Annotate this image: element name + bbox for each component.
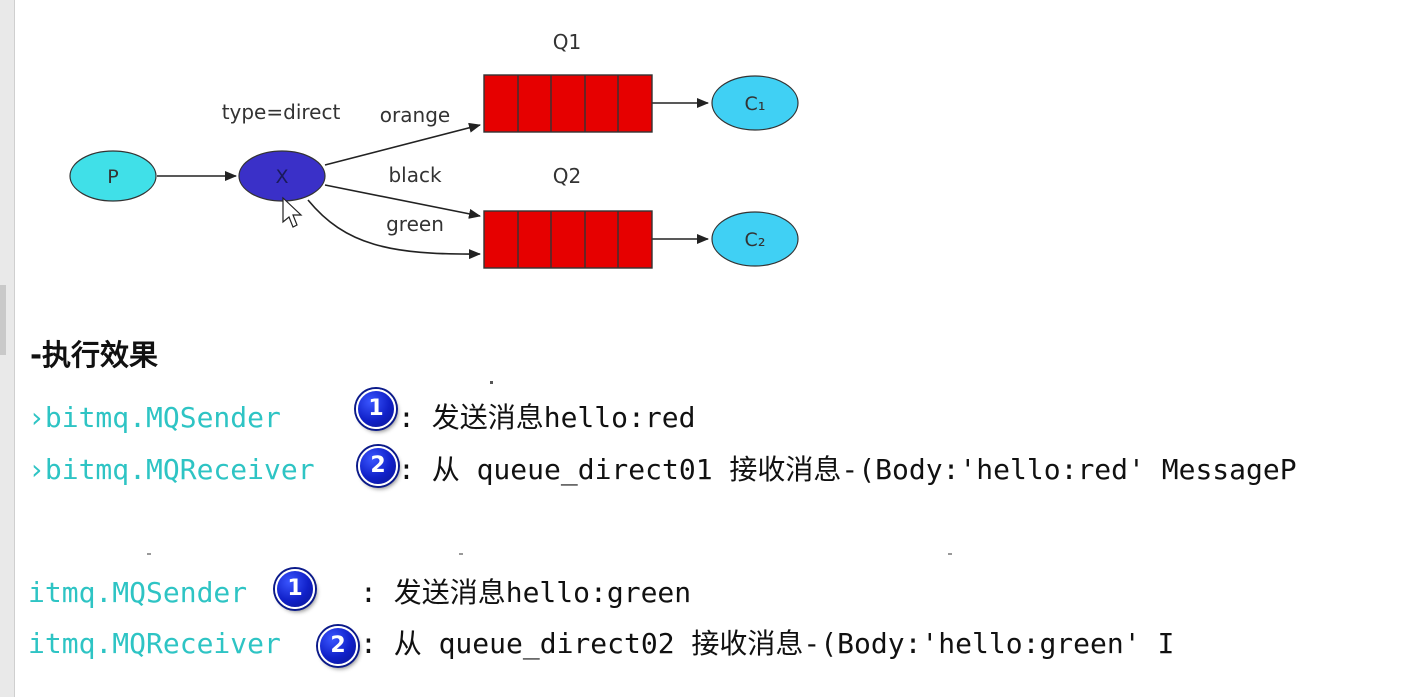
log-4-logger: itmq.MQReceiver	[28, 627, 281, 660]
log-3-badge: 1	[275, 569, 315, 609]
routing-key-black: black	[388, 163, 442, 187]
exchange-label: X	[275, 166, 288, 188]
routing-key-green: green	[386, 212, 444, 236]
direct-exchange-diagram: P X type=direct orange black green Q1 Q2	[69, 30, 799, 269]
log-1-badge: 1	[356, 389, 396, 429]
crop-artifact	[459, 553, 463, 555]
log-3-message: : 发送消息hello:green	[360, 576, 692, 609]
editor-gutter	[0, 0, 15, 697]
log-1-message: : 发送消息hello:red	[398, 401, 696, 434]
log-1-logger: ›bitmq.MQSender	[28, 401, 281, 434]
consumer-c2-node	[711, 211, 799, 267]
log-2-message: : 从 queue_direct01 接收消息-(Body:'hello:red…	[398, 453, 1297, 486]
log-4-badge: 2	[318, 626, 358, 666]
edge-x-to-q2-black	[324, 184, 481, 219]
crop-artifact	[147, 553, 151, 555]
queue-q2-label: Q2	[553, 164, 581, 188]
log-4-message: : 从 queue_direct02 接收消息-(Body:'hello:gre…	[360, 627, 1175, 660]
consumer-c1-label: C₁	[745, 93, 766, 115]
queue-q2	[483, 210, 653, 269]
exchange-type-label: type=direct	[222, 100, 341, 124]
log-2-logger: ›bitmq.MQReceiver	[28, 453, 315, 486]
queue-q1-label: Q1	[553, 30, 581, 54]
routing-key-orange: orange	[380, 103, 450, 127]
log-3-logger: itmq.MQSender	[28, 576, 248, 609]
log-2-badge: 2	[358, 446, 398, 486]
speck-mark	[490, 381, 493, 384]
exchange-node	[238, 150, 326, 202]
producer-label: P	[107, 166, 118, 188]
edge-x-to-q2-green	[307, 199, 481, 260]
consumer-c1-node	[711, 75, 799, 131]
mouse-cursor-icon	[282, 196, 303, 228]
gutter-marker	[0, 285, 6, 355]
producer-node	[69, 150, 157, 202]
queue-q1	[483, 74, 653, 133]
crop-artifact	[948, 553, 952, 555]
section-title: -执行效果	[30, 338, 159, 372]
consumer-c2-label: C₂	[745, 229, 766, 251]
edge-x-to-q1-orange	[324, 122, 481, 166]
